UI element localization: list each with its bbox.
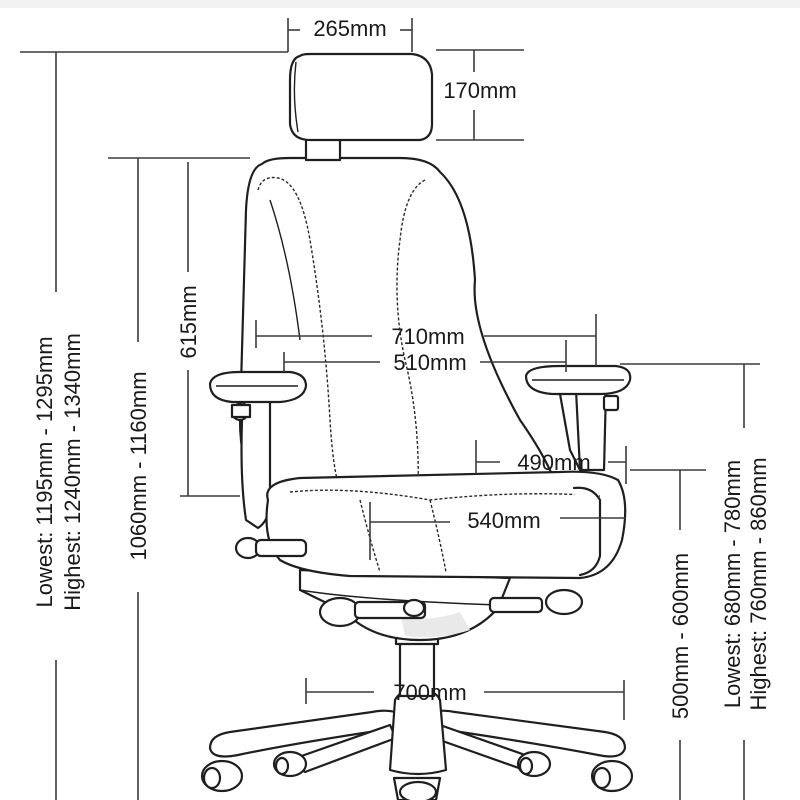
dim-overall-height — [20, 51, 288, 800]
label-overall-height-lowest: Lowest: 1195mm - 1295mm — [32, 336, 57, 607]
dim-base-width — [305, 678, 625, 720]
label-back-height: 615mm — [176, 285, 201, 358]
dim-seat-depth — [475, 440, 627, 484]
seat — [234, 470, 627, 580]
label-headrest-height: 170mm — [443, 78, 516, 103]
label-base-width: 700mm — [393, 680, 466, 705]
label-arm-outer-width: 710mm — [391, 324, 464, 349]
label-arm-inner-width: 510mm — [393, 350, 466, 375]
dimension-labels: 265mm 170mm Lowest: 1195mm - 1295mm High… — [32, 16, 771, 719]
dim-arm-inner — [283, 340, 567, 372]
dim-back-total — [108, 157, 250, 800]
label-seat-height: 500mm - 600mm — [668, 553, 693, 719]
chair-castors — [200, 750, 634, 800]
dim-headrest-width — [287, 18, 413, 52]
chair-drawing — [200, 52, 634, 800]
dimension-lines — [20, 18, 760, 800]
dim-arm-height — [620, 363, 760, 800]
label-seat-depth: 490mm — [517, 450, 590, 475]
dim-seat-width — [369, 502, 626, 560]
headrest — [288, 52, 434, 162]
dim-seat-height — [630, 469, 706, 800]
right-armrest — [524, 364, 632, 472]
dim-headrest-height — [436, 49, 524, 141]
left-armrest — [208, 370, 308, 530]
seat-mechanism — [298, 568, 584, 642]
dim-back-height — [180, 162, 240, 497]
label-seat-width: 540mm — [467, 508, 540, 533]
label-overall-height-highest: Highest: 1240mm - 1340mm — [60, 333, 85, 611]
label-back-total-height: 1060mm - 1160mm — [126, 371, 151, 560]
label-headrest-width: 265mm — [313, 16, 386, 41]
label-arm-height-highest: Highest: 760mm - 860mm — [746, 457, 771, 710]
label-arm-height-lowest: Lowest: 680mm - 780mm — [720, 460, 745, 708]
top-band — [0, 0, 800, 8]
dim-arm-outer — [255, 314, 597, 366]
chair-base — [208, 688, 627, 800]
